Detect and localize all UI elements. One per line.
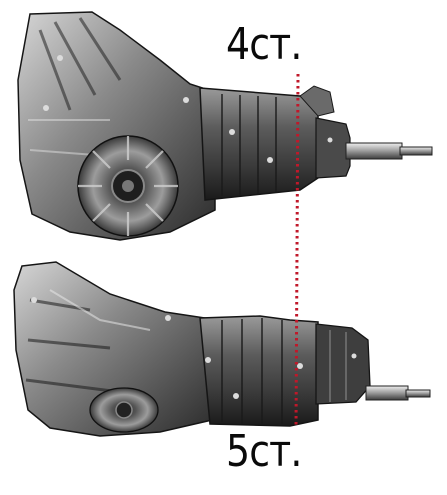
four-speed-label: 4ст. <box>226 19 302 70</box>
five-speed-main-case <box>199 315 319 427</box>
five-speed-label: 5ст. <box>226 426 302 477</box>
five-speed-fifth-gear-housing <box>315 323 371 405</box>
five-speed-gearbox <box>13 261 431 437</box>
four-speed-gearbox <box>17 11 433 241</box>
alignment-dotted-line <box>294 73 300 429</box>
four-speed-tail-housing <box>315 117 351 179</box>
four-speed-output-shaft <box>345 142 403 160</box>
five-speed-output-shaft <box>365 385 409 401</box>
